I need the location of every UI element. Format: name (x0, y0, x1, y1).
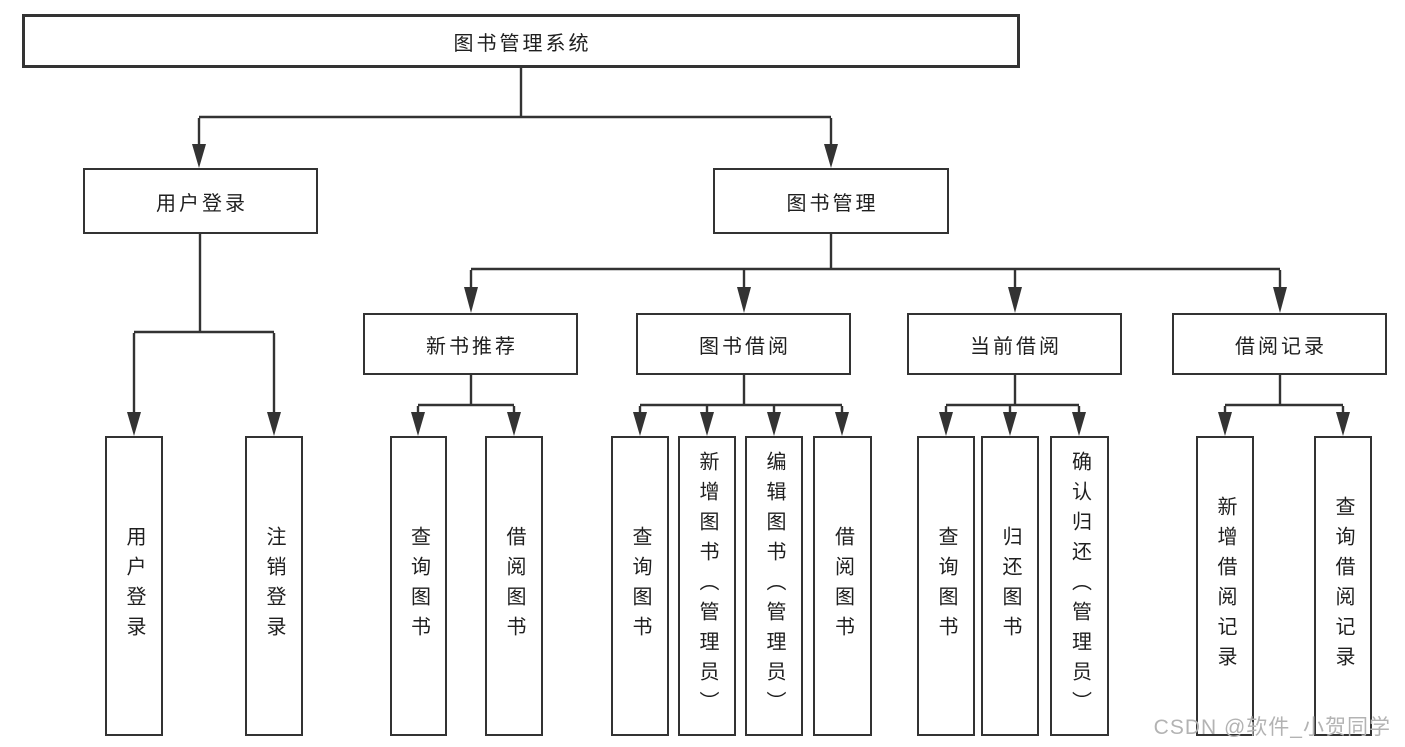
node-book-borrow-label: 图书借阅 (699, 335, 791, 358)
node-current-borrow-label: 当前借阅 (970, 335, 1062, 358)
leaf-query-books-3-label: 查询图书 (935, 526, 957, 646)
leaf-query-books-2-label: 查询图书 (629, 526, 651, 646)
node-user-login-label: 用户登录 (156, 192, 248, 215)
leaf-add-book-admin: 新增图书（管理员） (678, 436, 736, 736)
leaf-add-borrow-record: 新增借阅记录 (1196, 436, 1254, 736)
leaf-borrow-books-1-label: 借阅图书 (503, 526, 525, 646)
leaf-return-books: 归还图书 (981, 436, 1039, 736)
leaf-user-login: 用户登录 (105, 436, 163, 736)
leaf-logout-label: 注销登录 (263, 526, 285, 646)
leaf-query-borrow-record: 查询借阅记录 (1314, 436, 1372, 736)
leaf-logout: 注销登录 (245, 436, 303, 736)
node-book-management: 图书管理 (713, 168, 949, 234)
leaf-query-books-3: 查询图书 (917, 436, 975, 736)
leaf-borrow-books-1: 借阅图书 (485, 436, 543, 736)
node-new-book-recommend-label: 新书推荐 (426, 335, 518, 358)
node-current-borrow: 当前借阅 (907, 313, 1122, 375)
leaf-borrow-books-2: 借阅图书 (813, 436, 872, 736)
node-user-login: 用户登录 (83, 168, 318, 234)
leaf-query-books-2: 查询图书 (611, 436, 669, 736)
leaf-user-login-label: 用户登录 (123, 526, 145, 646)
node-new-book-recommend: 新书推荐 (363, 313, 578, 375)
leaf-query-borrow-record-label: 查询借阅记录 (1332, 496, 1354, 676)
leaf-add-book-admin-label: 新增图书（管理员） (696, 451, 718, 721)
node-book-borrow: 图书借阅 (636, 313, 851, 375)
node-root-label: 图书管理系统 (453, 32, 592, 55)
leaf-edit-book-admin-label: 编辑图书（管理员） (763, 451, 785, 721)
leaf-borrow-books-2-label: 借阅图书 (831, 526, 854, 646)
leaf-query-books-1: 查询图书 (390, 436, 447, 736)
node-borrow-records: 借阅记录 (1172, 313, 1387, 375)
leaf-confirm-return-admin: 确认归还（管理员） (1050, 436, 1109, 736)
leaf-edit-book-admin: 编辑图书（管理员） (745, 436, 803, 736)
node-borrow-records-label: 借阅记录 (1235, 335, 1327, 358)
leaf-return-books-label: 归还图书 (999, 526, 1021, 646)
node-root: 图书管理系统 (22, 14, 1020, 68)
leaf-query-books-1-label: 查询图书 (407, 526, 430, 646)
node-book-management-label: 图书管理 (786, 192, 879, 215)
leaf-confirm-return-admin-label: 确认归还（管理员） (1068, 451, 1091, 721)
leaf-add-borrow-record-label: 新增借阅记录 (1214, 496, 1236, 676)
csdn-watermark: CSDN @软件_小贺同学 (1153, 716, 1391, 739)
